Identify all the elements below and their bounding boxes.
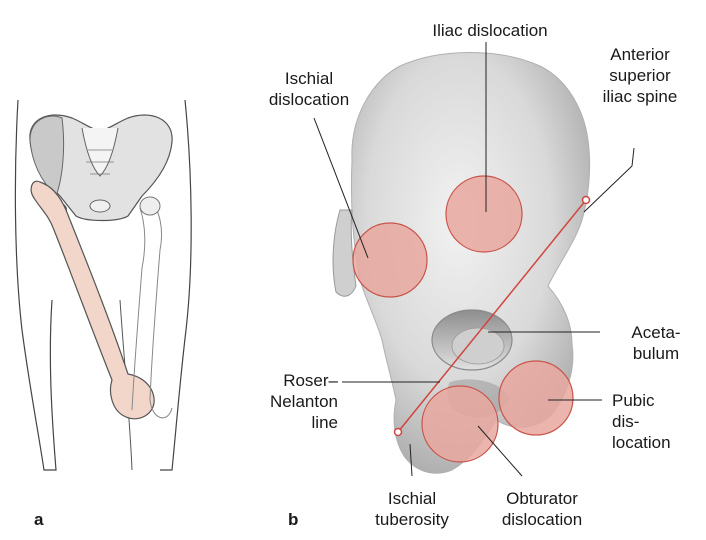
roser-line-2: Nelanton: [254, 391, 338, 412]
panel-b-label: b: [288, 510, 298, 530]
pubic-dislocation-circle: [499, 361, 573, 435]
ischial-tuberosity-point: [395, 429, 402, 436]
obturator-line-2: dislocation: [484, 509, 600, 530]
iliac-dislocation-label: Iliac dislocation: [420, 20, 560, 41]
roser-line-3: line: [254, 412, 338, 433]
pubic-line-3: location: [612, 432, 702, 453]
iliac-dislocation-text: Iliac dislocation: [420, 20, 560, 41]
roser-nelaton-label: Roser– Nelanton line: [254, 370, 338, 433]
ischial-tuberosity-line-2: tuberosity: [364, 509, 460, 530]
ischial-dislocation-circle: [353, 223, 427, 297]
acetabulum-label: Aceta- bulum: [616, 322, 696, 364]
asis-line-3: iliac spine: [582, 86, 698, 107]
iliac-dislocation-circle: [446, 176, 522, 252]
asis-line-1: Anterior: [582, 44, 698, 65]
ischial-dislocation-label: Ischial dislocation: [254, 68, 364, 110]
panel-a-illustration: [15, 100, 191, 470]
ischial-tuberosity-line-1: Ischial: [364, 488, 460, 509]
obturator-dislocation-circle: [422, 386, 498, 462]
asis-label: Anterior superior iliac spine: [582, 44, 698, 107]
asis-point: [583, 197, 590, 204]
pubic-dislocation-label: Pubic dis- location: [612, 390, 702, 453]
roser-line-1: Roser–: [254, 370, 338, 391]
pubic-line-2: dis-: [612, 411, 702, 432]
asis-line-2: superior: [582, 65, 698, 86]
ischial-dislocation-line-2: dislocation: [254, 89, 364, 110]
ischial-dislocation-line-1: Ischial: [254, 68, 364, 89]
acetabulum-line-2: bulum: [616, 343, 696, 364]
panel-a-label: a: [34, 510, 43, 530]
ischial-tuberosity-label: Ischial tuberosity: [364, 488, 460, 530]
obturator-dislocation-label: Obturator dislocation: [484, 488, 600, 530]
acetabulum-line-1: Aceta-: [616, 322, 696, 343]
pubic-line-1: Pubic: [612, 390, 702, 411]
obturator-line-1: Obturator: [484, 488, 600, 509]
